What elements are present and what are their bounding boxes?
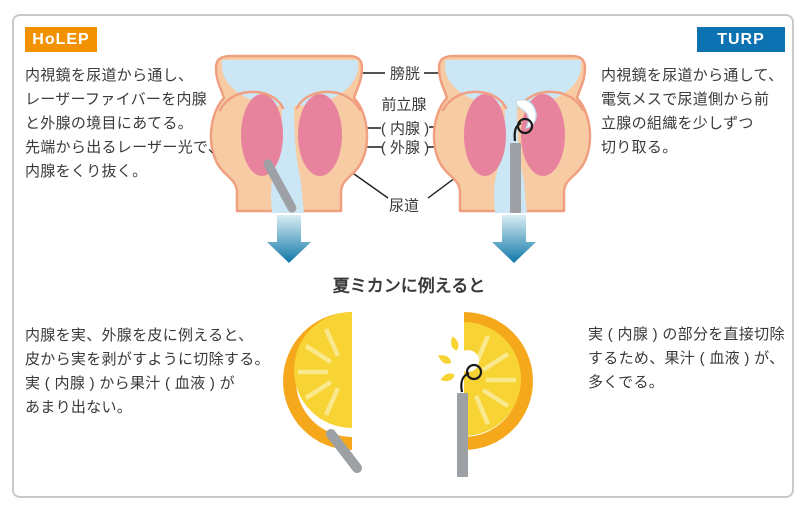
inner-gland-label: ( 内腺 ) bbox=[380, 120, 430, 138]
text-line: あまり出ない。 bbox=[25, 399, 133, 416]
laser-fiber-icon bbox=[263, 159, 297, 213]
holep-description: 内視鏡を尿道から通し、 レーザーファイバーを内腺 と外腺の境目にあてる。 先端か… bbox=[25, 64, 223, 184]
panel-frame bbox=[12, 14, 794, 498]
juice-droplet-icon bbox=[439, 371, 456, 384]
text-line: 立腺の組織を少しずつ bbox=[601, 115, 754, 132]
turp-description: 内視鏡を尿道から通して、 電気メスで尿道側から前 立腺の組織を少しずつ 切り取る… bbox=[601, 64, 783, 160]
pulp-segment-lines bbox=[298, 328, 341, 416]
text-line: 皮から実を剥がすように切除する。 bbox=[25, 351, 270, 368]
text-line: 内視鏡を尿道から通して、 bbox=[601, 67, 784, 84]
turp-analogy-text: 実 ( 内腺 ) の部分を直接切除 するため、果汁 ( 血液 ) が、 多くでる… bbox=[588, 323, 785, 395]
prostate-label: 前立腺 bbox=[381, 96, 427, 114]
text-line: 内腺を実、外腺を皮に例えると、 bbox=[25, 327, 254, 344]
text-line: するため、果汁 ( 血液 ) が、 bbox=[588, 350, 785, 367]
analogy-heading: 夏ミカンに例えると bbox=[332, 276, 486, 296]
turp-orange-diagram bbox=[436, 312, 533, 477]
text-line: レーザーファイバーを内腺 bbox=[25, 91, 208, 108]
laser-fiber-icon bbox=[326, 429, 362, 473]
text-line: と外腺の境目にあてる。 bbox=[25, 115, 194, 132]
outer-gland-label: ( 外腺 ) bbox=[380, 139, 430, 157]
holep-analogy-text: 内腺を実、外腺を皮に例えると、 皮から実を剥がすように切除する。 実 ( 内腺 … bbox=[25, 324, 270, 420]
cut-notch bbox=[457, 350, 479, 372]
text-line: 実 ( 内腺 ) から果汁 ( 血液 ) が bbox=[25, 375, 235, 392]
holep-anatomy-diagram bbox=[209, 54, 369, 215]
down-arrow-icon bbox=[492, 215, 536, 263]
text-line: 電気メスで尿道側から前 bbox=[601, 91, 770, 108]
text-line: 先端から出るレーザー光で、 bbox=[25, 139, 224, 156]
juice-droplet-icon bbox=[449, 335, 460, 352]
electrocautery-loop-icon bbox=[513, 117, 534, 142]
holep-badge: HoLEP bbox=[25, 27, 97, 52]
resectoscope-icon bbox=[510, 143, 521, 213]
text-line: 多くでる。 bbox=[588, 374, 665, 391]
text-line: 切り取る。 bbox=[601, 139, 678, 156]
resectoscope-icon bbox=[457, 393, 468, 477]
text-line: 実 ( 内腺 ) の部分を直接切除 bbox=[588, 326, 785, 343]
urethra-label: 尿道 bbox=[388, 197, 420, 215]
text-line: 内視鏡を尿道から通し、 bbox=[25, 67, 194, 84]
electrocautery-loop-icon bbox=[460, 363, 483, 393]
juice-droplet-icon bbox=[436, 352, 453, 367]
holep-orange-diagram bbox=[283, 312, 362, 473]
turp-badge: TURP bbox=[697, 27, 785, 52]
turp-anatomy-diagram bbox=[432, 54, 592, 215]
down-arrow-icon bbox=[267, 215, 311, 263]
bladder-label: 膀胱 bbox=[389, 65, 421, 83]
text-line: 内腺をくり抜く。 bbox=[25, 163, 148, 180]
